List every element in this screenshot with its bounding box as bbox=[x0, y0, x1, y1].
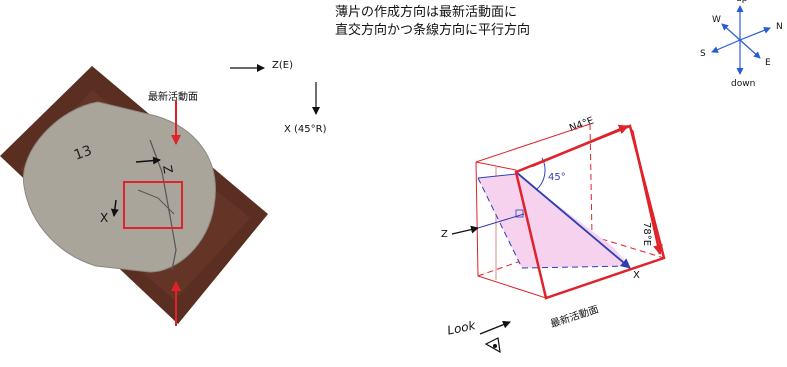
rock-sample bbox=[22, 101, 216, 273]
compass-n-label: N bbox=[776, 22, 783, 32]
caption-line-1: 薄片の作成方向は最新活動面に bbox=[335, 5, 518, 20]
compass-rose bbox=[711, 5, 771, 75]
block-x-label: X bbox=[633, 270, 640, 281]
look-arrow bbox=[479, 320, 511, 335]
compass-up-label: up bbox=[736, 0, 747, 4]
photo-x-arrow bbox=[110, 199, 119, 217]
thin-section-plane bbox=[478, 174, 630, 268]
compass-down-label: down bbox=[731, 79, 756, 89]
rock-crack-branch bbox=[137, 189, 175, 215]
axes-x-label: X (45°R) bbox=[284, 124, 327, 135]
compass-s-label: S bbox=[700, 49, 706, 59]
axes-z-label: Z(E) bbox=[272, 60, 293, 71]
dip-arrow bbox=[630, 129, 663, 255]
photo-x-mark: X bbox=[100, 211, 108, 225]
eye-icon bbox=[484, 337, 501, 354]
strike-arrow bbox=[531, 124, 629, 168]
z-direction-arrow bbox=[451, 225, 479, 235]
caption-line-2: 直交方向かつ条線方向に平行方向 bbox=[335, 23, 531, 38]
sample-photo: 13 Z X bbox=[0, 66, 268, 326]
compass-w-label: W bbox=[712, 15, 721, 25]
block-diagram bbox=[451, 123, 666, 354]
photo-z-arrow bbox=[135, 156, 161, 165]
photo-z-mark: Z bbox=[160, 164, 175, 175]
compass-e-label: E bbox=[765, 58, 771, 68]
sample-number: 13 bbox=[72, 143, 94, 164]
thin-section-box bbox=[123, 181, 183, 229]
block-z-label: Z bbox=[441, 229, 448, 240]
photo-surface-label: 最新活動面 bbox=[148, 92, 198, 103]
angle-label: 45° bbox=[548, 172, 566, 183]
x-direction-arrow bbox=[515, 171, 631, 269]
